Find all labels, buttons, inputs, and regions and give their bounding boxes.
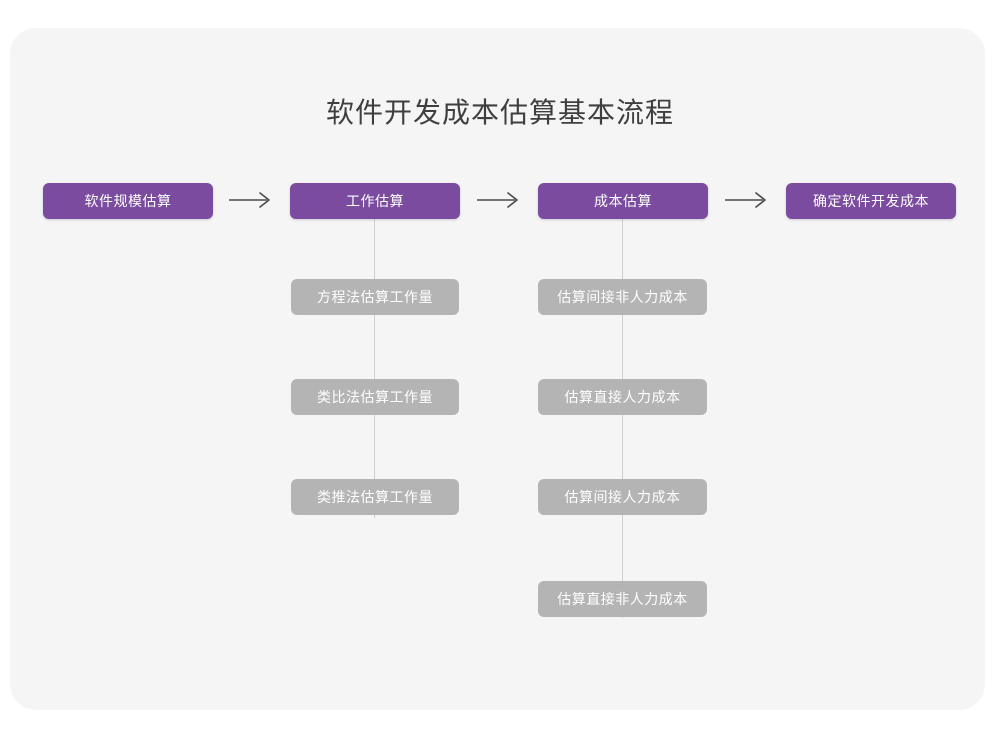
flow-node-step-1[interactable]: 软件规模估算 bbox=[43, 183, 213, 219]
flow-node-step-3[interactable]: 成本估算 bbox=[538, 183, 708, 219]
flow-node-step-2[interactable]: 工作估算 bbox=[290, 183, 460, 219]
page-title: 软件开发成本估算基本流程 bbox=[325, 97, 674, 128]
flow-subnode-step-3-sub-1[interactable]: 估算间接非人力成本 bbox=[538, 279, 707, 315]
arrow-step2-to-step3 bbox=[477, 190, 523, 210]
flow-subnode-step-2-sub-2[interactable]: 类比法估算工作量 bbox=[291, 379, 459, 415]
flow-node-step-4[interactable]: 确定软件开发成本 bbox=[786, 183, 956, 219]
diagram-card bbox=[10, 28, 985, 710]
flow-subnode-step-2-sub-1[interactable]: 方程法估算工作量 bbox=[291, 279, 459, 315]
arrow-step1-to-step2 bbox=[229, 190, 275, 210]
flow-subnode-step-3-sub-3[interactable]: 估算间接人力成本 bbox=[538, 479, 707, 515]
flow-subnode-step-3-sub-4[interactable]: 估算直接非人力成本 bbox=[538, 581, 707, 617]
flow-subnode-step-3-sub-2[interactable]: 估算直接人力成本 bbox=[538, 379, 707, 415]
connector-line-step-2 bbox=[374, 218, 375, 518]
connector-line-step-3 bbox=[622, 218, 623, 618]
flow-subnode-step-2-sub-3[interactable]: 类推法估算工作量 bbox=[291, 479, 459, 515]
arrow-step3-to-step4 bbox=[725, 190, 771, 210]
